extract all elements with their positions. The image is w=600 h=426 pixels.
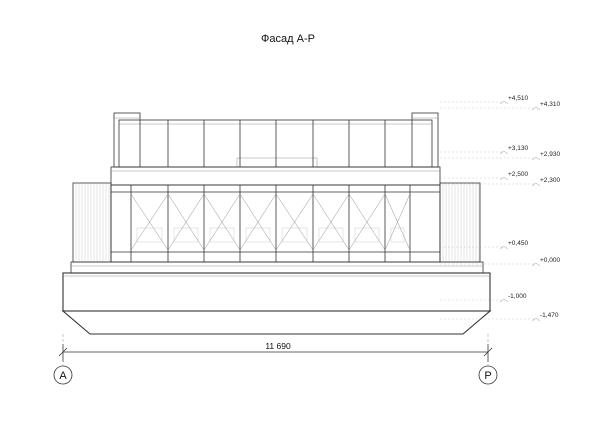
- level-marker: [499, 298, 509, 303]
- level-mark: +3,130: [440, 145, 528, 155]
- upper-glazing: [113, 112, 439, 168]
- overall-dimension: 11 690: [265, 341, 291, 351]
- level-label: -1,470: [540, 312, 559, 319]
- level-mark: -1,000: [440, 293, 527, 303]
- level-marker: [531, 262, 541, 267]
- level-mark: +2,300: [440, 177, 560, 187]
- drawing-title: Фасад А-Р: [261, 33, 315, 45]
- level-marks: +4,510 +4,310 +3,130 +2,930 +2,500 +2,300 +0,4…: [440, 95, 560, 322]
- level-marker: [531, 156, 541, 161]
- hull: [61, 272, 492, 335]
- level-label: +2,500: [508, 171, 528, 178]
- level-mark: +2,930: [440, 151, 560, 161]
- level-marker: [499, 176, 509, 181]
- level-marker: [499, 100, 509, 105]
- level-marker: [531, 106, 541, 111]
- roof-band: [110, 157, 441, 186]
- level-label: +2,300: [540, 177, 560, 184]
- level-marker: [531, 317, 541, 322]
- dimension-line: 11 690: [58, 341, 493, 362]
- level-label: +0,450: [508, 240, 528, 247]
- level-marker: [531, 182, 541, 187]
- side-wall-right: [439, 182, 481, 263]
- level-label: +0,000: [540, 257, 560, 264]
- level-label: +4,510: [508, 95, 528, 102]
- axis-right: Р: [478, 334, 498, 385]
- level-mark: +4,510: [440, 95, 528, 105]
- level-label: +2,930: [540, 151, 560, 158]
- axis-left: А: [53, 334, 73, 385]
- level-mark: +4,310: [440, 101, 560, 111]
- level-mark: +0,000: [440, 257, 560, 267]
- level-mark: -1,470: [440, 312, 559, 322]
- side-wall-left: [72, 182, 112, 263]
- level-label: +3,130: [508, 145, 528, 152]
- axis-label-right: Р: [484, 370, 491, 382]
- glazed-pavilion: [110, 184, 441, 263]
- level-marker: [499, 245, 509, 250]
- level-label: -1,000: [508, 293, 527, 300]
- deck: [70, 261, 484, 274]
- axis-label-left: А: [59, 370, 67, 382]
- level-label: +4,310: [540, 101, 560, 108]
- level-mark: +2,500: [440, 171, 528, 181]
- level-marker: [499, 150, 509, 155]
- level-mark: +0,450: [440, 240, 528, 250]
